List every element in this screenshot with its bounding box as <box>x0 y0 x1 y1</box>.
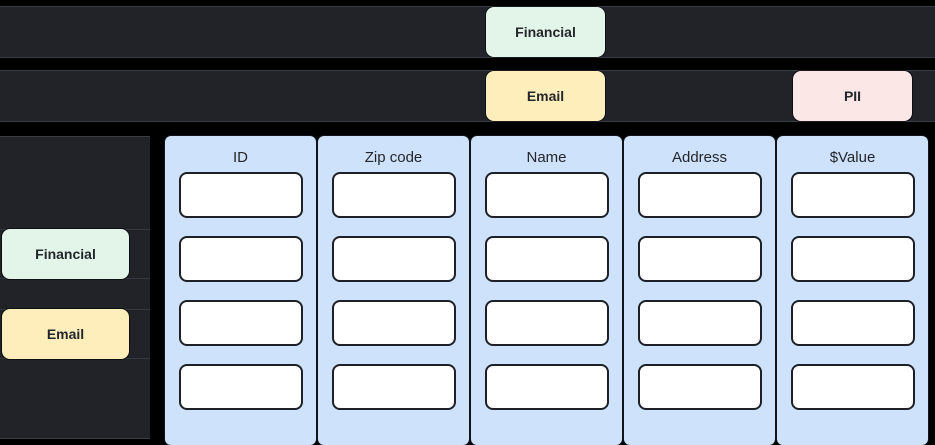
column-header-name: Name <box>526 149 567 166</box>
table-cell[interactable] <box>484 236 609 282</box>
table-column-zip-code[interactable]: Zip code <box>318 136 469 445</box>
table-column-address[interactable]: Address <box>624 136 775 445</box>
column-header-value: $Value <box>829 149 876 166</box>
table-column-value[interactable]: $Value <box>777 136 928 445</box>
table-cell[interactable] <box>637 236 762 282</box>
table-cell[interactable] <box>790 172 915 218</box>
sidebar-slot-financial: Financial <box>0 229 150 279</box>
tag-email-top[interactable]: Email <box>486 71 605 121</box>
table-cell[interactable] <box>178 300 303 346</box>
table-cell[interactable] <box>790 300 915 346</box>
tag-pii-top[interactable]: PII <box>793 71 912 121</box>
table-column-id[interactable]: ID <box>165 136 316 445</box>
table-column-name[interactable]: Name <box>471 136 622 445</box>
sidebar-slot-email: Email <box>0 309 150 359</box>
column-header-address: Address <box>671 149 728 166</box>
table-cell[interactable] <box>637 300 762 346</box>
tag-financial-top[interactable]: Financial <box>486 7 605 57</box>
table-cell[interactable] <box>790 364 915 410</box>
table-cell[interactable] <box>484 172 609 218</box>
table-cell[interactable] <box>637 172 762 218</box>
table-cell[interactable] <box>331 172 456 218</box>
table-cell[interactable] <box>331 300 456 346</box>
top-bar-row-financial-inner: Financial <box>0 7 935 57</box>
table-cell[interactable] <box>637 364 762 410</box>
table-cell[interactable] <box>178 172 303 218</box>
sidebar-item-email[interactable]: Email <box>2 309 129 359</box>
lower-region: Financial Email ID Zip code Name <box>0 130 935 445</box>
sidebar-panel: Financial Email <box>0 136 150 439</box>
top-bar-row-email-pii: Email PII <box>0 70 935 122</box>
top-bar-row-email-pii-inner: Email PII <box>0 71 935 121</box>
table-cell[interactable] <box>331 236 456 282</box>
column-header-zip-code: Zip code <box>364 149 423 166</box>
table-cell[interactable] <box>484 300 609 346</box>
data-table: ID Zip code Name Address <box>165 136 928 445</box>
table-cell[interactable] <box>178 364 303 410</box>
table-cell[interactable] <box>790 236 915 282</box>
table-cell[interactable] <box>178 236 303 282</box>
table-cell[interactable] <box>331 364 456 410</box>
top-bar-row-financial: Financial <box>0 6 935 58</box>
table-cell[interactable] <box>484 364 609 410</box>
sidebar-item-financial[interactable]: Financial <box>2 229 129 279</box>
column-header-id: ID <box>233 149 248 166</box>
